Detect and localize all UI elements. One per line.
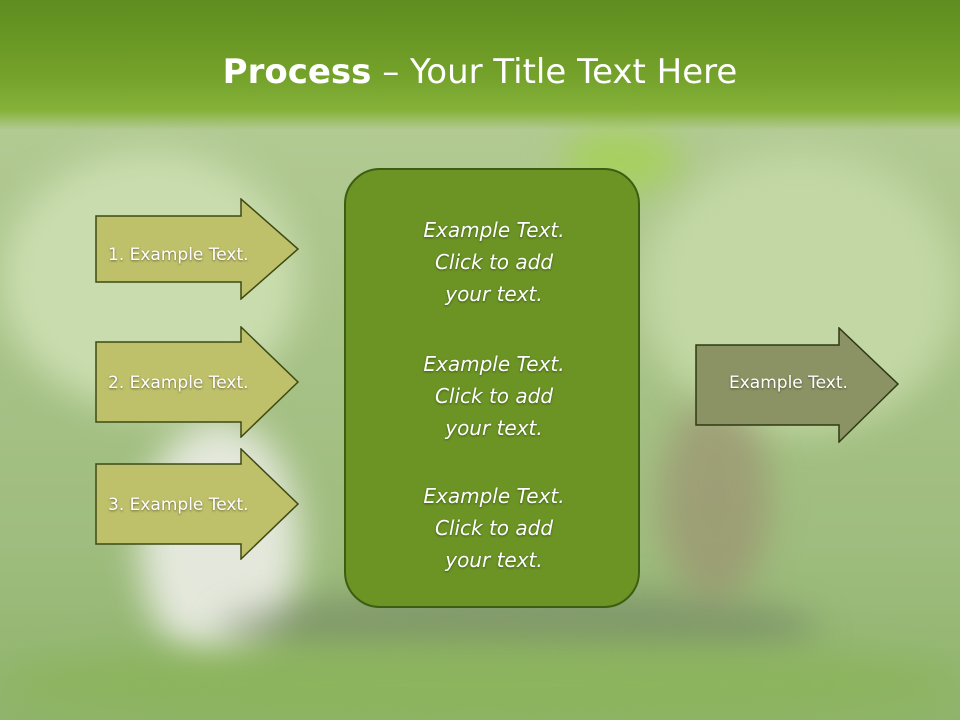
text-line: Click to add: [434, 384, 554, 408]
text-block-1: Example Text. Click to add your text.: [346, 214, 642, 310]
arrow-shape: [95, 197, 300, 301]
page-title[interactable]: Process – Your Title Text Here: [0, 52, 960, 92]
output-label: Example Text.: [729, 373, 848, 393]
step-label: 3. Example Text.: [108, 495, 249, 515]
text-line: Example Text.: [423, 484, 565, 508]
text-line: Click to add: [434, 250, 554, 274]
title-bar: [0, 0, 960, 130]
text-line: Click to add: [434, 516, 554, 540]
step-arrow-2[interactable]: 2. Example Text.: [95, 325, 300, 439]
text-block-3: Example Text. Click to add your text.: [346, 480, 642, 576]
text-block-2: Example Text. Click to add your text.: [346, 348, 642, 444]
center-text-box[interactable]: Example Text. Click to add your text. Ex…: [344, 168, 640, 608]
text-line: Example Text.: [423, 218, 565, 242]
text-line: your text.: [445, 282, 543, 306]
text-line: your text.: [445, 548, 543, 572]
step-label: 1. Example Text.: [108, 245, 249, 265]
step-arrow-1[interactable]: 1. Example Text.: [95, 197, 300, 301]
arrow-shape: [95, 447, 300, 561]
title-bold: Process: [222, 52, 372, 92]
text-line: your text.: [445, 416, 543, 440]
output-arrow[interactable]: Example Text.: [695, 326, 900, 444]
arrow-shape: [95, 325, 300, 439]
text-line: Example Text.: [423, 352, 565, 376]
title-text: Your Title Text Here: [410, 52, 738, 92]
title-separator: –: [371, 52, 411, 92]
arrow-shape: [695, 326, 900, 444]
step-arrow-3[interactable]: 3. Example Text.: [95, 447, 300, 561]
step-label: 2. Example Text.: [108, 373, 249, 393]
